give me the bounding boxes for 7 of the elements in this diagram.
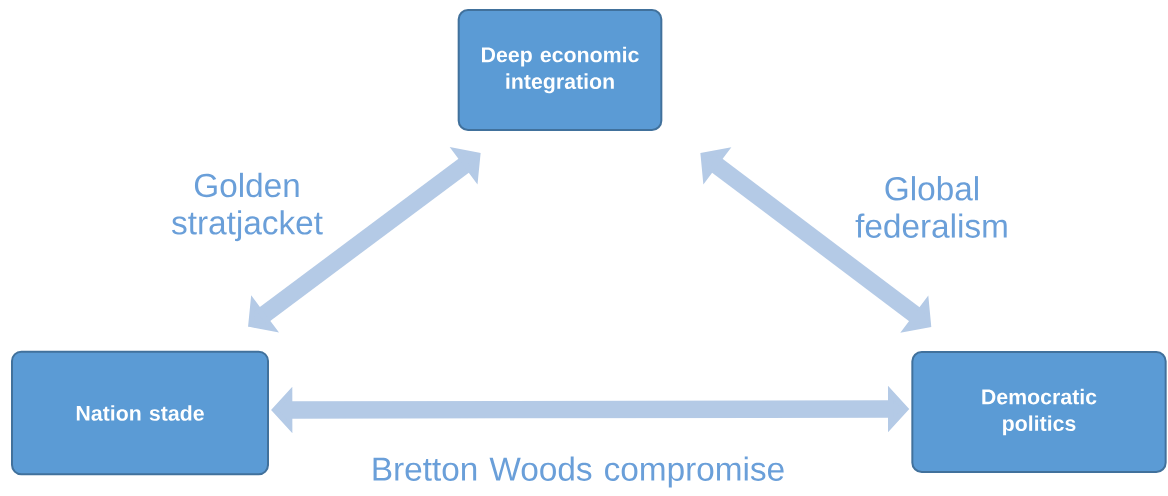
process-box: Deep economic integration <box>457 9 663 131</box>
double-arrow <box>248 147 481 333</box>
edge-label: Bretton Woods compromise <box>373 456 784 488</box>
process-box: Nation stade <box>11 350 269 476</box>
process-box: Democratic politics <box>911 351 1167 473</box>
edge-label: Golden stratjacket <box>172 172 323 242</box>
edge-label: Global federalism <box>855 176 1007 238</box>
